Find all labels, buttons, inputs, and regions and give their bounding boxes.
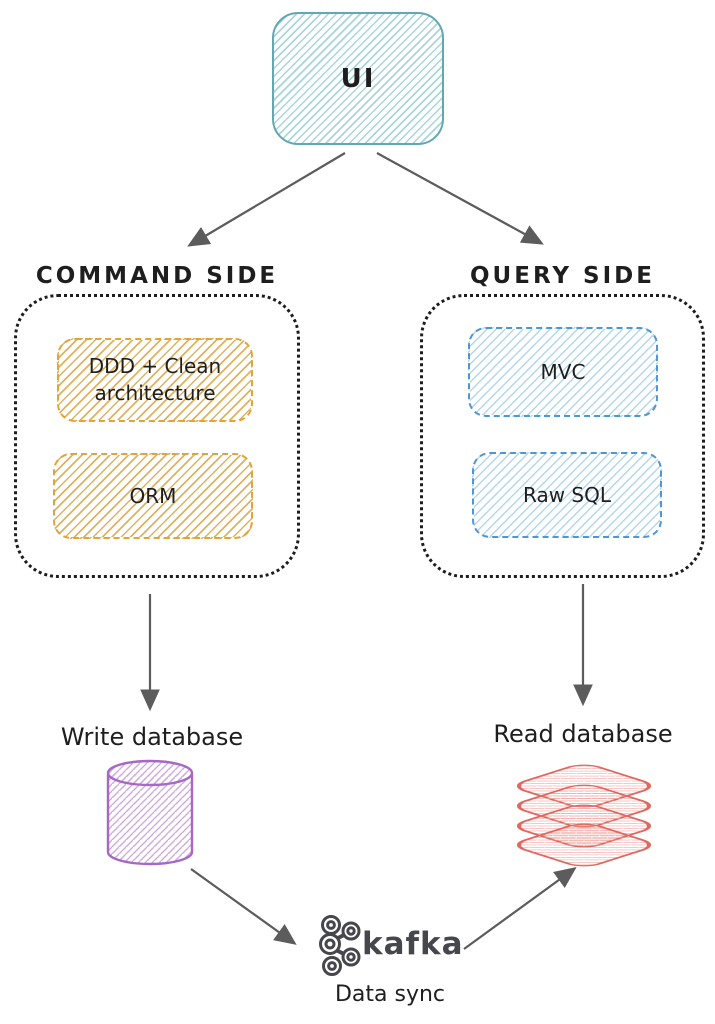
- arrow-ui-to-command-side: [187, 152, 346, 247]
- kafka-icon: [319, 915, 361, 976]
- ddd-clean-architecture-box: DDD + Clean architecture: [57, 338, 253, 422]
- command-side-title: COMMAND SIDE: [35, 263, 279, 289]
- ui-box: UI: [272, 12, 444, 145]
- orm-box: ORM: [53, 453, 253, 539]
- kafka-logo-text: kafka: [362, 926, 464, 962]
- write-database-label: Write database: [60, 723, 244, 751]
- query-side-group: [420, 294, 705, 578]
- write-database-icon: [106, 759, 194, 866]
- arrow-kafka-to-read-db: [463, 867, 577, 950]
- arrow-ui-to-query-side: [376, 152, 544, 245]
- ui-box-label: UI: [340, 63, 376, 94]
- read-database-icon: [516, 764, 652, 867]
- arrow-write-db-to-kafka: [190, 868, 297, 945]
- command-side-group: [14, 294, 300, 578]
- data-sync-label: Data sync: [334, 982, 446, 1007]
- mvc-label: MVC: [540, 359, 586, 384]
- raw-sql-label: Raw SQL: [522, 482, 611, 507]
- orm-label: ORM: [129, 483, 177, 508]
- read-database-label: Read database: [493, 720, 673, 748]
- mvc-box: MVC: [468, 327, 658, 417]
- query-side-title: QUERY SIDE: [470, 263, 655, 289]
- raw-sql-box: Raw SQL: [472, 452, 662, 538]
- ddd-clean-architecture-label: DDD + Clean architecture: [88, 354, 222, 405]
